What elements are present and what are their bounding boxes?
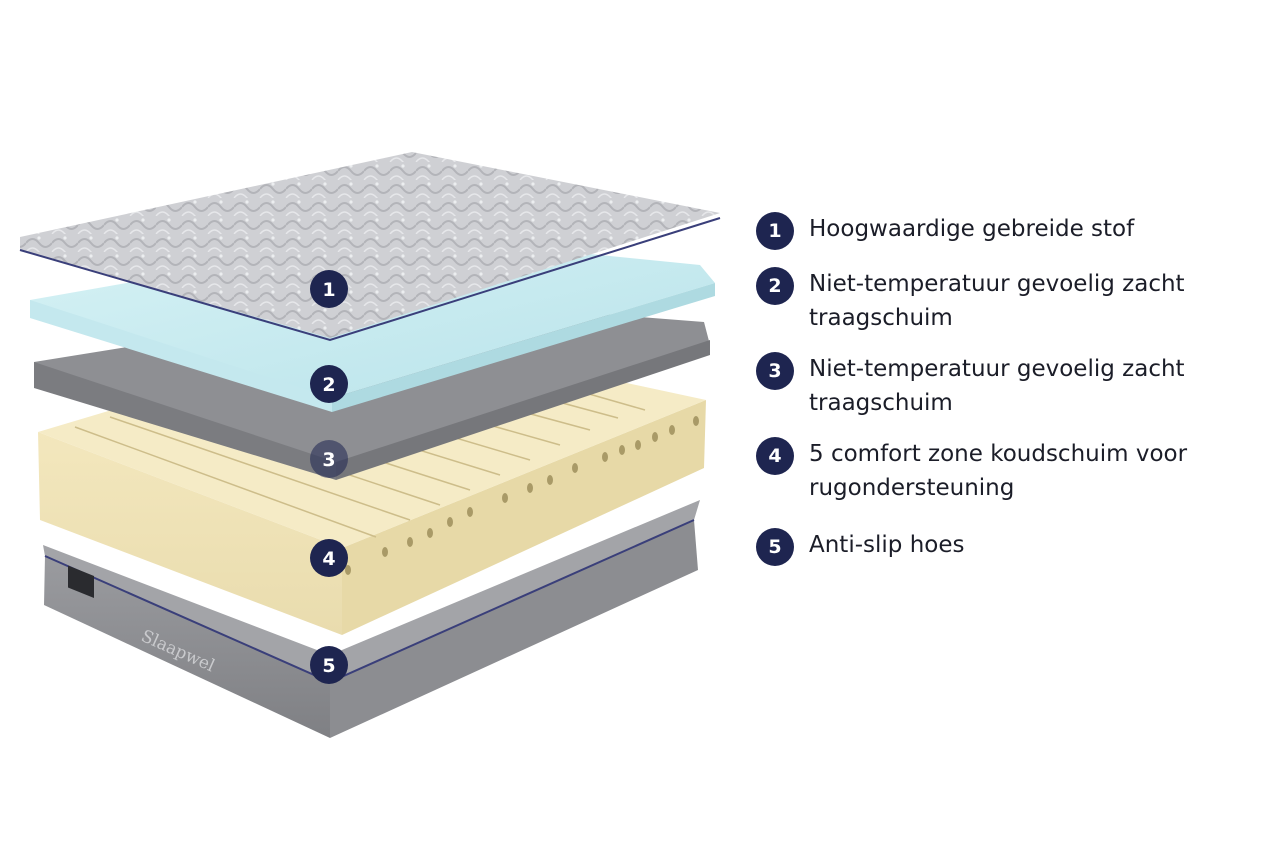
svg-text:4: 4 — [322, 548, 335, 570]
legend-badge-5: 5 — [756, 528, 794, 566]
svg-text:3: 3 — [322, 449, 335, 471]
legend-badge-3: 3 — [756, 352, 794, 390]
legend-badge-1: 1 — [756, 212, 794, 250]
legend-label-5: Anti-slip hoes — [809, 532, 965, 558]
image-badge-2: 2 — [310, 365, 348, 403]
legend-item-4: 4 5 comfort zone koudschuim voor rugonde… — [756, 437, 1249, 505]
legend-label-3: Niet-temperatuur gevoelig zacht traagsch… — [809, 356, 1185, 416]
legend-label-1: Hoogwaardige gebreide stof — [809, 216, 1135, 242]
layer-1-knit-fabric — [19, 152, 721, 342]
legend-label-4: 5 comfort zone koudschuim voor rugonders… — [809, 441, 1188, 501]
legend-item-3: 3 Niet-temperatuur gevoelig zacht traags… — [756, 352, 1249, 420]
legend-badge-4: 4 — [756, 437, 794, 475]
image-badge-4: 4 — [310, 539, 348, 577]
image-badge-5: 5 — [310, 646, 348, 684]
legend-badge-2: 2 — [756, 267, 794, 305]
image-badge-3: 3 — [310, 440, 348, 478]
legend-item-5: 5 Anti-slip hoes — [756, 528, 1249, 566]
svg-text:1: 1 — [322, 279, 335, 301]
legend-item-2: 2 Niet-temperatuur gevoelig zacht traags… — [756, 267, 1249, 335]
legend-item-1: 1 Hoogwaardige gebreide stof — [756, 212, 1249, 250]
layer-5-base: Slaapwel — [43, 500, 700, 738]
svg-text:5: 5 — [322, 655, 335, 677]
svg-text:2: 2 — [322, 374, 335, 396]
image-badge-1: 1 — [310, 270, 348, 308]
legend-label-2: Niet-temperatuur gevoelig zacht traagsch… — [809, 271, 1185, 331]
